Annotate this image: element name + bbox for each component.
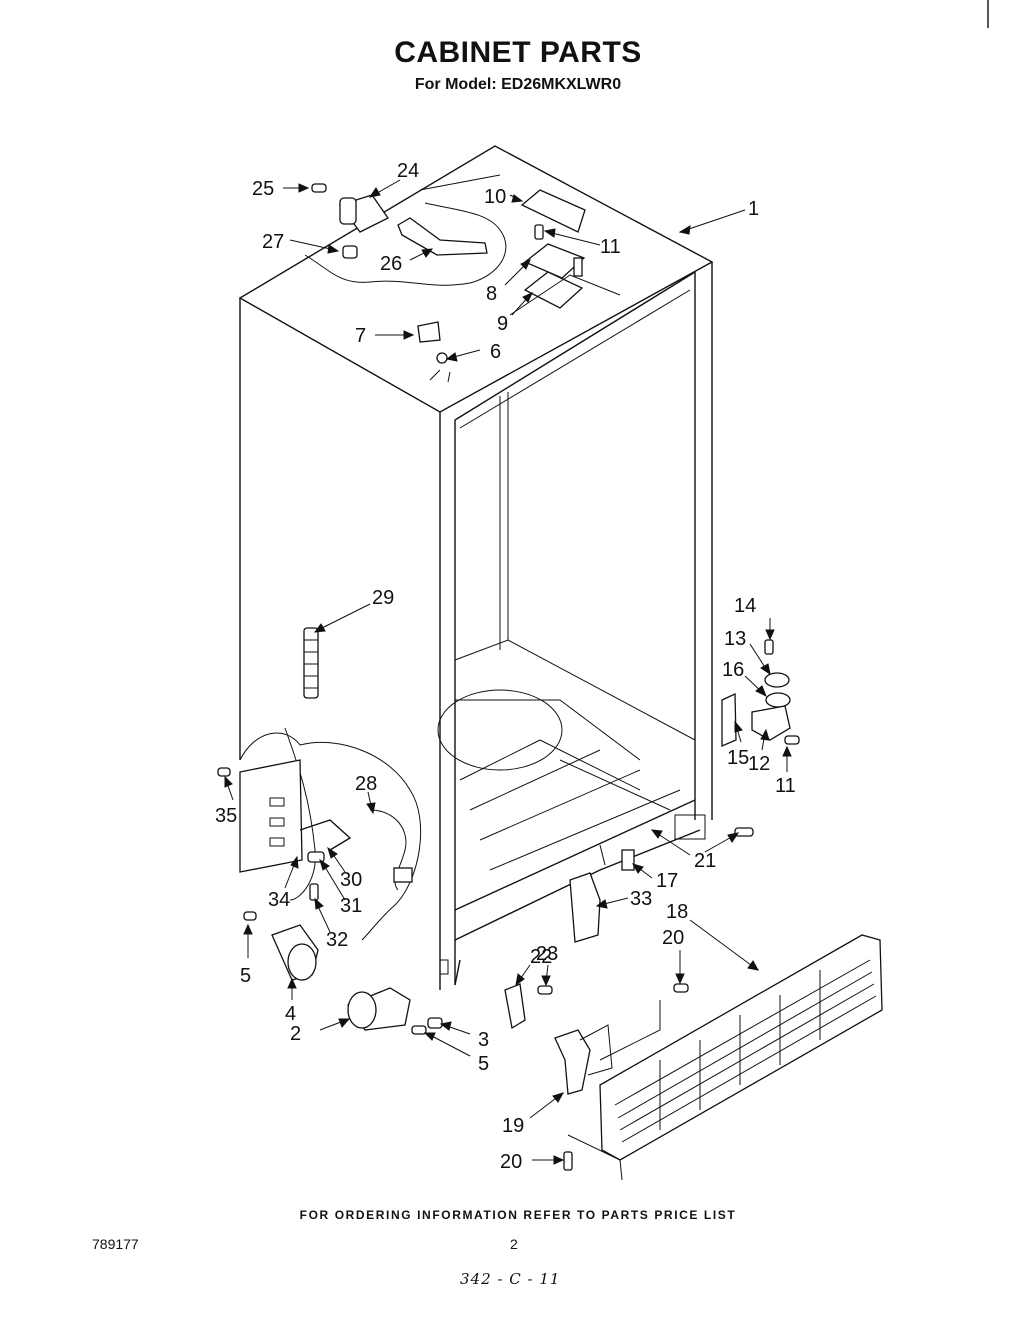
callout-28: 28 bbox=[355, 773, 377, 795]
callout-2: 2 bbox=[290, 1023, 301, 1045]
callout-35: 35 bbox=[215, 805, 237, 827]
callout-5a: 5 bbox=[240, 965, 251, 987]
ordering-note: FOR ORDERING INFORMATION REFER TO PARTS … bbox=[299, 1208, 737, 1222]
callout-22: 22 bbox=[530, 946, 552, 968]
callout-21: 21 bbox=[694, 850, 716, 872]
top-parts bbox=[304, 174, 621, 383]
grille-assembly bbox=[504, 827, 883, 1181]
callout-17: 17 bbox=[656, 870, 678, 892]
callout-18: 18 bbox=[666, 901, 688, 923]
document-number: 789177 bbox=[92, 1236, 139, 1252]
callout-29: 29 bbox=[372, 587, 394, 609]
callout-3: 3 bbox=[478, 1029, 489, 1051]
callout-30: 30 bbox=[340, 869, 362, 891]
callout-13: 13 bbox=[724, 628, 746, 650]
callout-11a: 11 bbox=[600, 236, 621, 258]
callout-6: 6 bbox=[490, 341, 501, 363]
cabinet-exploded-diagram: 1 2 3 4 5 5 6 7 8 9 10 11 11 12 13 14 15… bbox=[215, 0, 989, 1181]
callout-11b: 11 bbox=[775, 775, 796, 797]
callout-12: 12 bbox=[748, 753, 770, 775]
callout-14: 14 bbox=[734, 595, 756, 617]
callout-32: 32 bbox=[326, 929, 348, 951]
callout-labels: 1 2 3 4 5 5 6 7 8 9 10 11 11 12 13 14 15… bbox=[215, 160, 796, 1173]
model-subtitle: For Model: ED26MKXLWR0 bbox=[414, 76, 622, 93]
roller-assemblies bbox=[243, 911, 443, 1035]
callout-9: 9 bbox=[497, 313, 508, 335]
callout-27: 27 bbox=[262, 231, 284, 253]
compressor-area bbox=[217, 727, 422, 941]
callout-10: 10 bbox=[484, 186, 506, 208]
callout-4: 4 bbox=[285, 1003, 296, 1025]
callout-31: 31 bbox=[340, 895, 362, 917]
callout-24: 24 bbox=[397, 160, 419, 182]
callout-15: 15 bbox=[727, 747, 749, 769]
callout-20a: 20 bbox=[662, 927, 684, 949]
callout-1: 1 bbox=[748, 198, 759, 220]
callout-34: 34 bbox=[268, 889, 290, 911]
page-number: 2 bbox=[510, 1236, 518, 1252]
cabinet-body bbox=[238, 145, 714, 990]
callout-7: 7 bbox=[355, 325, 366, 347]
callout-5b: 5 bbox=[478, 1053, 489, 1075]
handwritten-code: 342 - C - 11 bbox=[460, 1270, 561, 1288]
callout-20b: 20 bbox=[500, 1151, 522, 1173]
leader-lines bbox=[224, 179, 792, 1165]
callout-23: 23 bbox=[536, 943, 558, 965]
callout-33: 33 bbox=[630, 888, 652, 910]
callout-26: 26 bbox=[380, 253, 402, 275]
lower-hinge-parts bbox=[721, 639, 800, 747]
callout-19: 19 bbox=[502, 1115, 524, 1137]
callout-8: 8 bbox=[486, 283, 497, 305]
callout-25: 25 bbox=[252, 178, 274, 200]
page-title: CABINET PARTS bbox=[394, 36, 642, 69]
spring-part-29 bbox=[303, 627, 319, 699]
callout-16: 16 bbox=[722, 659, 744, 681]
